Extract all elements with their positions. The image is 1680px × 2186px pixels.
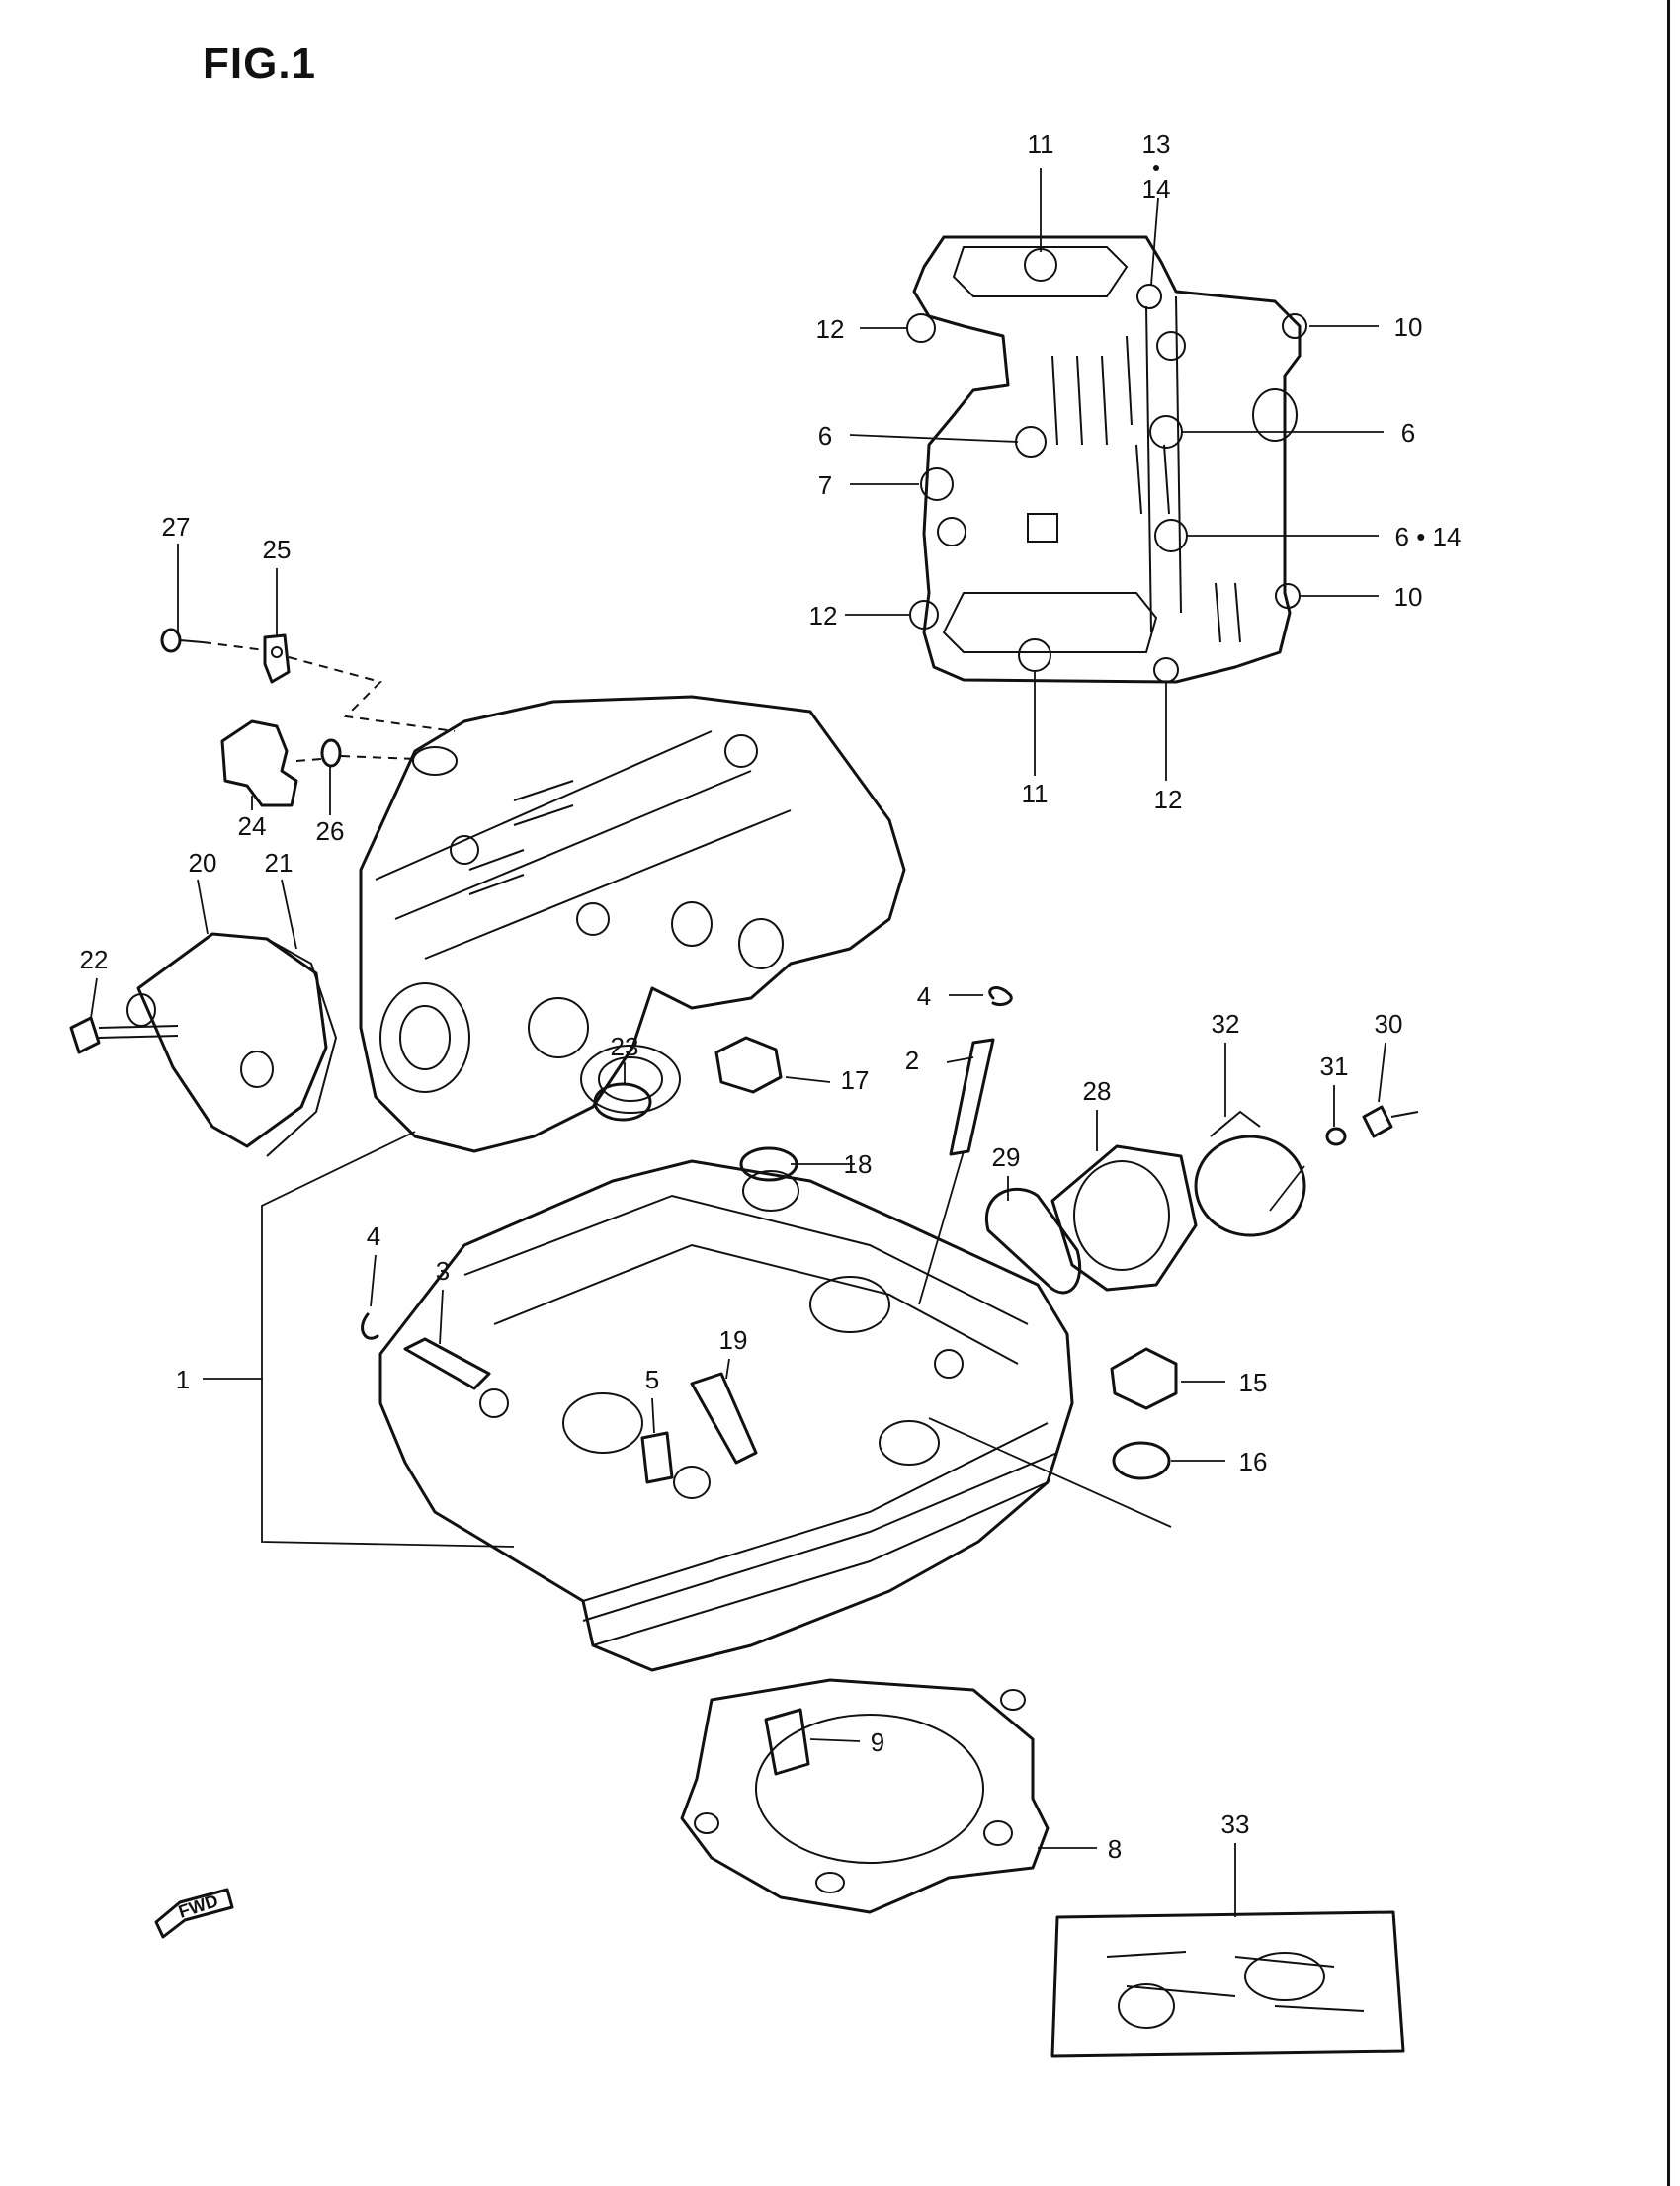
callout-12: 12 — [809, 601, 838, 631]
callout-15: 15 — [1239, 1368, 1268, 1397]
intake-pipe-seal — [593, 1082, 652, 1122]
callout-28: 28 — [1083, 1076, 1112, 1106]
callout-3: 3 — [436, 1256, 450, 1286]
camshaft-housing — [359, 695, 906, 1153]
callout-10: 10 — [1394, 312, 1423, 342]
o-ring-small — [320, 738, 342, 768]
intake-pipe — [1050, 1144, 1198, 1292]
fwd-arrow: FWD — [154, 1888, 234, 1939]
page-border-right — [1667, 0, 1670, 2186]
dowel-pin-5 — [640, 1431, 674, 1484]
callout-23: 23 — [611, 1032, 639, 1061]
callout-18: 18 — [844, 1149, 873, 1179]
callout-1: 1 — [176, 1365, 190, 1394]
callout-14: 14 — [1142, 174, 1171, 204]
washer-16 — [1112, 1441, 1171, 1480]
side-cover — [126, 932, 328, 1148]
callout-21: 21 — [265, 848, 294, 878]
callout-22: 22 — [80, 945, 109, 974]
callout-dot — [1153, 165, 1159, 171]
bolt-long — [69, 1016, 179, 1054]
callout-32: 32 — [1212, 1009, 1240, 1039]
alignment-lines — [202, 641, 456, 762]
o-ring-29 — [984, 1187, 1082, 1295]
callout-16: 16 — [1239, 1447, 1268, 1476]
callout-29: 29 — [992, 1142, 1021, 1172]
callout-4: 4 — [917, 981, 931, 1011]
side-cover-gasket — [266, 938, 338, 1157]
dowel-pin-9 — [764, 1708, 810, 1776]
cylinder-head-gasket — [680, 1678, 1050, 1914]
cylinder-head — [378, 1159, 1074, 1672]
callout-19: 19 — [719, 1325, 748, 1355]
circlip-lower — [361, 1312, 379, 1340]
callout-11: 11 — [1022, 779, 1049, 808]
tappet-cap — [220, 719, 298, 807]
spark-plug — [690, 1372, 758, 1465]
callout-9: 9 — [871, 1727, 884, 1757]
cylinder-head-cover — [906, 235, 1307, 684]
circlip-upper — [988, 986, 1013, 1007]
callout-10: 10 — [1394, 582, 1423, 612]
figure-title: FIG.1 — [203, 40, 317, 88]
washer-31 — [1325, 1127, 1347, 1146]
callout-30: 30 — [1375, 1009, 1403, 1039]
callout-labels: 11 13 14 12 10 6 6 7 6 • 14 12 10 11 12 … — [80, 129, 1462, 1864]
clamp — [1194, 1110, 1306, 1237]
callout-12: 12 — [816, 314, 845, 344]
callout-13: 13 — [1142, 129, 1171, 159]
callout-26: 26 — [316, 816, 345, 846]
callout-33: 33 — [1221, 1809, 1250, 1839]
callout-2: 2 — [905, 1046, 919, 1075]
callout-12: 12 — [1154, 785, 1183, 814]
callout-6: 6 — [1401, 418, 1415, 448]
callout-25: 25 — [263, 535, 292, 564]
cap-nut-15 — [1110, 1347, 1178, 1410]
callout-24: 24 — [238, 811, 267, 841]
callout-6-14: 6 • 14 — [1395, 522, 1462, 551]
callout-11: 11 — [1028, 129, 1054, 159]
leader-lines — [90, 168, 1386, 1917]
callout-7: 7 — [818, 470, 832, 500]
cap-nut-17 — [714, 1036, 783, 1094]
callout-27: 27 — [162, 512, 191, 542]
callout-17: 17 — [841, 1065, 870, 1095]
gasket-set-bag — [1050, 1910, 1405, 2058]
valve-guide-exhaust — [403, 1337, 491, 1390]
screw-small — [160, 628, 204, 653]
callout-4: 4 — [367, 1221, 380, 1251]
callout-31: 31 — [1320, 1051, 1349, 1081]
callout-8: 8 — [1108, 1834, 1122, 1864]
valve-guide — [949, 1038, 995, 1156]
callout-6: 6 — [818, 421, 832, 451]
callout-5: 5 — [645, 1365, 659, 1394]
callout-20: 20 — [189, 848, 217, 878]
clamp-screw — [1362, 1105, 1419, 1138]
plug-bracket — [263, 633, 291, 684]
